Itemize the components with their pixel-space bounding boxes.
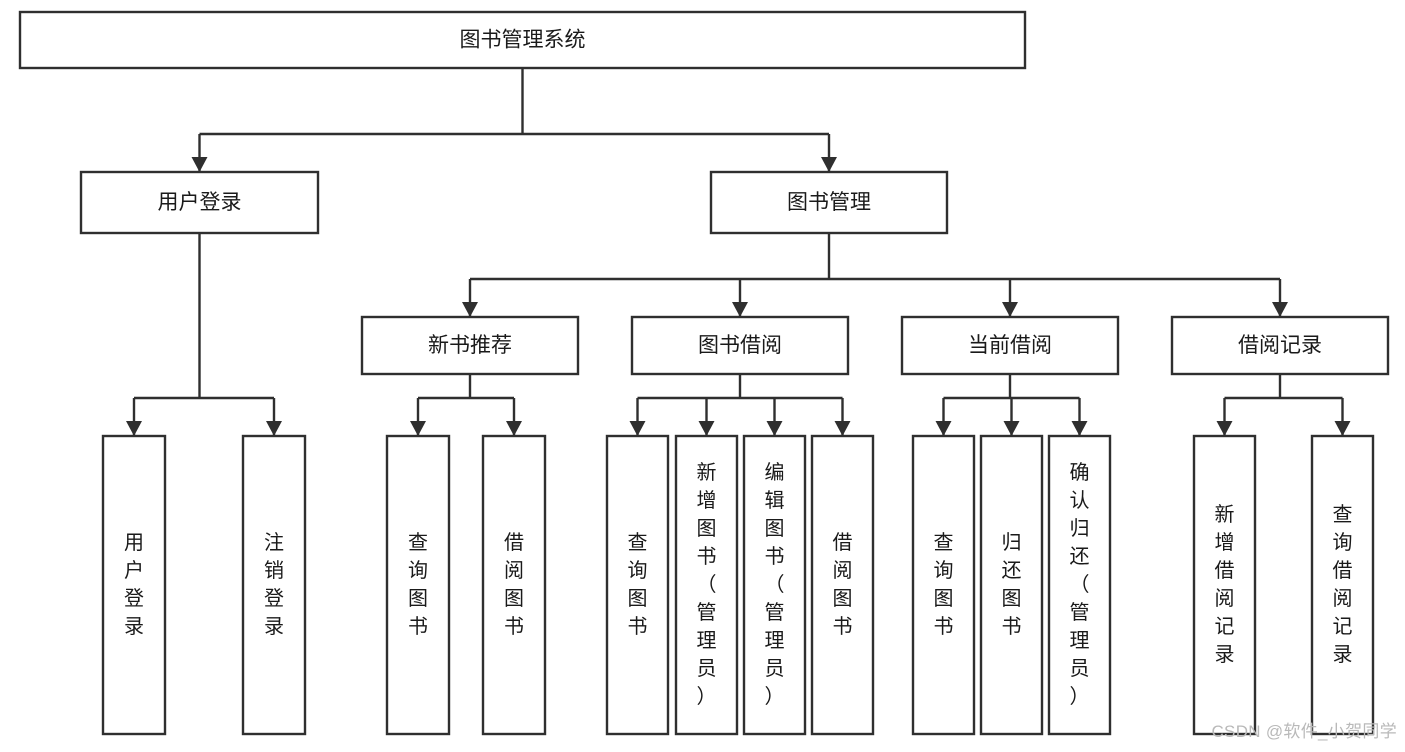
node-leaf-borrow-book-2[interactable]: 借阅图书 — [810, 434, 875, 736]
arrow-head-icon — [1071, 421, 1088, 436]
node-label-user-login: 用户登录 — [158, 191, 242, 214]
arrow-head-icon — [462, 302, 478, 317]
node-borrow-record[interactable]: 借阅记录 — [1170, 315, 1390, 376]
node-label-leaf-add-book: 新增图书（管理员） — [697, 461, 717, 708]
node-leaf-query-book-2[interactable]: 查询图书 — [605, 434, 670, 736]
arrow-head-icon — [191, 157, 208, 172]
node-leaf-add-record[interactable]: 新增借阅记录 — [1192, 434, 1257, 736]
node-box-leaf-confirm-return — [1047, 434, 1112, 736]
node-box-leaf-query-record — [1310, 434, 1375, 736]
node-label-leaf-query-book-2: 查询图书 — [628, 531, 648, 638]
node-leaf-return-book[interactable]: 归还图书 — [979, 434, 1044, 736]
node-box-current-borrow — [900, 315, 1120, 376]
connector-group-book-borrow — [629, 374, 851, 436]
arrow-head-icon — [1272, 302, 1288, 317]
watermark-text: CSDN @软件_小贺同学 — [1211, 722, 1397, 741]
connector-group-root — [191, 68, 837, 172]
node-label-leaf-logout: 注销登录 — [264, 531, 284, 638]
connector-group-current-borrow — [935, 374, 1088, 436]
arrow-head-icon — [410, 421, 426, 436]
node-box-root — [18, 10, 1027, 70]
node-label-root: 图书管理系统 — [460, 29, 586, 52]
node-box-leaf-return-book — [979, 434, 1044, 736]
arrow-head-icon — [506, 421, 522, 436]
node-label-leaf-return-book: 归还图书 — [1002, 531, 1022, 638]
node-label-new-book-recommend: 新书推荐 — [428, 334, 512, 357]
node-leaf-borrow-book-1[interactable]: 借阅图书 — [481, 434, 547, 736]
node-box-user-login — [79, 170, 320, 235]
node-leaf-query-book-3[interactable]: 查询图书 — [911, 434, 976, 736]
node-box-leaf-query-book-3 — [911, 434, 976, 736]
node-leaf-logout[interactable]: 注销登录 — [241, 434, 307, 736]
arrow-head-icon — [935, 421, 952, 436]
arrow-head-icon — [732, 302, 748, 317]
arrow-head-icon — [698, 421, 715, 436]
node-box-leaf-add-book — [674, 434, 739, 736]
node-box-new-book-recommend — [360, 315, 580, 376]
node-leaf-query-book-1[interactable]: 查询图书 — [385, 434, 451, 736]
node-leaf-add-book[interactable]: 新增图书（管理员） — [674, 434, 739, 736]
node-label-book-borrow: 图书借阅 — [698, 334, 782, 357]
node-root[interactable]: 图书管理系统 — [18, 10, 1027, 70]
arrow-head-icon — [834, 421, 851, 436]
node-label-leaf-user-login: 用户登录 — [124, 532, 144, 638]
node-new-book-recommend[interactable]: 新书推荐 — [360, 315, 580, 376]
node-box-book-manage — [709, 170, 949, 235]
node-box-leaf-edit-book — [742, 434, 807, 736]
connector-group-borrow-record — [1216, 374, 1351, 436]
node-current-borrow[interactable]: 当前借阅 — [900, 315, 1120, 376]
node-label-leaf-query-book-1: 查询图书 — [408, 531, 428, 638]
arrow-head-icon — [1003, 421, 1020, 436]
connector-group-user-login — [126, 233, 282, 436]
node-box-leaf-add-record — [1192, 434, 1257, 736]
node-book-borrow[interactable]: 图书借阅 — [630, 315, 850, 376]
node-label-borrow-record: 借阅记录 — [1238, 334, 1322, 357]
node-box-leaf-query-book-2 — [605, 434, 670, 736]
node-box-leaf-borrow-book-1 — [481, 434, 547, 736]
node-label-leaf-query-record: 查询借阅记录 — [1333, 503, 1353, 666]
node-label-leaf-query-book-3: 查询图书 — [934, 531, 954, 638]
arrow-head-icon — [126, 421, 142, 436]
node-box-leaf-logout — [241, 434, 307, 736]
node-label-leaf-borrow-book-2: 借阅图书 — [833, 531, 853, 638]
node-leaf-confirm-return[interactable]: 确认归还（管理员） — [1047, 434, 1112, 736]
node-box-leaf-user-login — [101, 434, 167, 736]
node-box-leaf-borrow-book-2 — [810, 434, 875, 736]
arrow-head-icon — [821, 157, 837, 172]
node-leaf-query-record[interactable]: 查询借阅记录 — [1310, 434, 1375, 736]
node-label-current-borrow: 当前借阅 — [968, 334, 1052, 357]
arrow-head-icon — [1334, 421, 1351, 436]
node-box-borrow-record — [1170, 315, 1390, 376]
node-leaf-user-login[interactable]: 用户登录 — [101, 434, 167, 736]
connector-group-new-book-recommend — [410, 374, 522, 436]
arrow-head-icon — [629, 421, 646, 436]
node-book-manage[interactable]: 图书管理 — [709, 170, 949, 235]
node-leaf-edit-book[interactable]: 编辑图书（管理员） — [742, 434, 807, 736]
arrow-head-icon — [266, 421, 282, 436]
arrow-head-icon — [1216, 421, 1233, 436]
node-layer: 图书管理系统用户登录图书管理新书推荐图书借阅当前借阅借阅记录用户登录注销登录查询… — [18, 10, 1390, 736]
node-user-login[interactable]: 用户登录 — [79, 170, 320, 235]
node-label-leaf-confirm-return: 确认归还（管理员） — [1070, 461, 1090, 708]
node-label-leaf-borrow-book-1: 借阅图书 — [504, 531, 524, 638]
node-box-book-borrow — [630, 315, 850, 376]
arrow-head-icon — [766, 421, 783, 436]
connector-layer — [126, 68, 1351, 436]
connector-group-book-manage — [462, 233, 1288, 317]
node-label-book-manage: 图书管理 — [787, 191, 871, 214]
arrow-head-icon — [1002, 302, 1018, 317]
node-box-leaf-query-book-1 — [385, 434, 451, 736]
node-label-leaf-edit-book: 编辑图书（管理员） — [765, 461, 785, 708]
node-label-leaf-add-record: 新增借阅记录 — [1215, 503, 1235, 666]
